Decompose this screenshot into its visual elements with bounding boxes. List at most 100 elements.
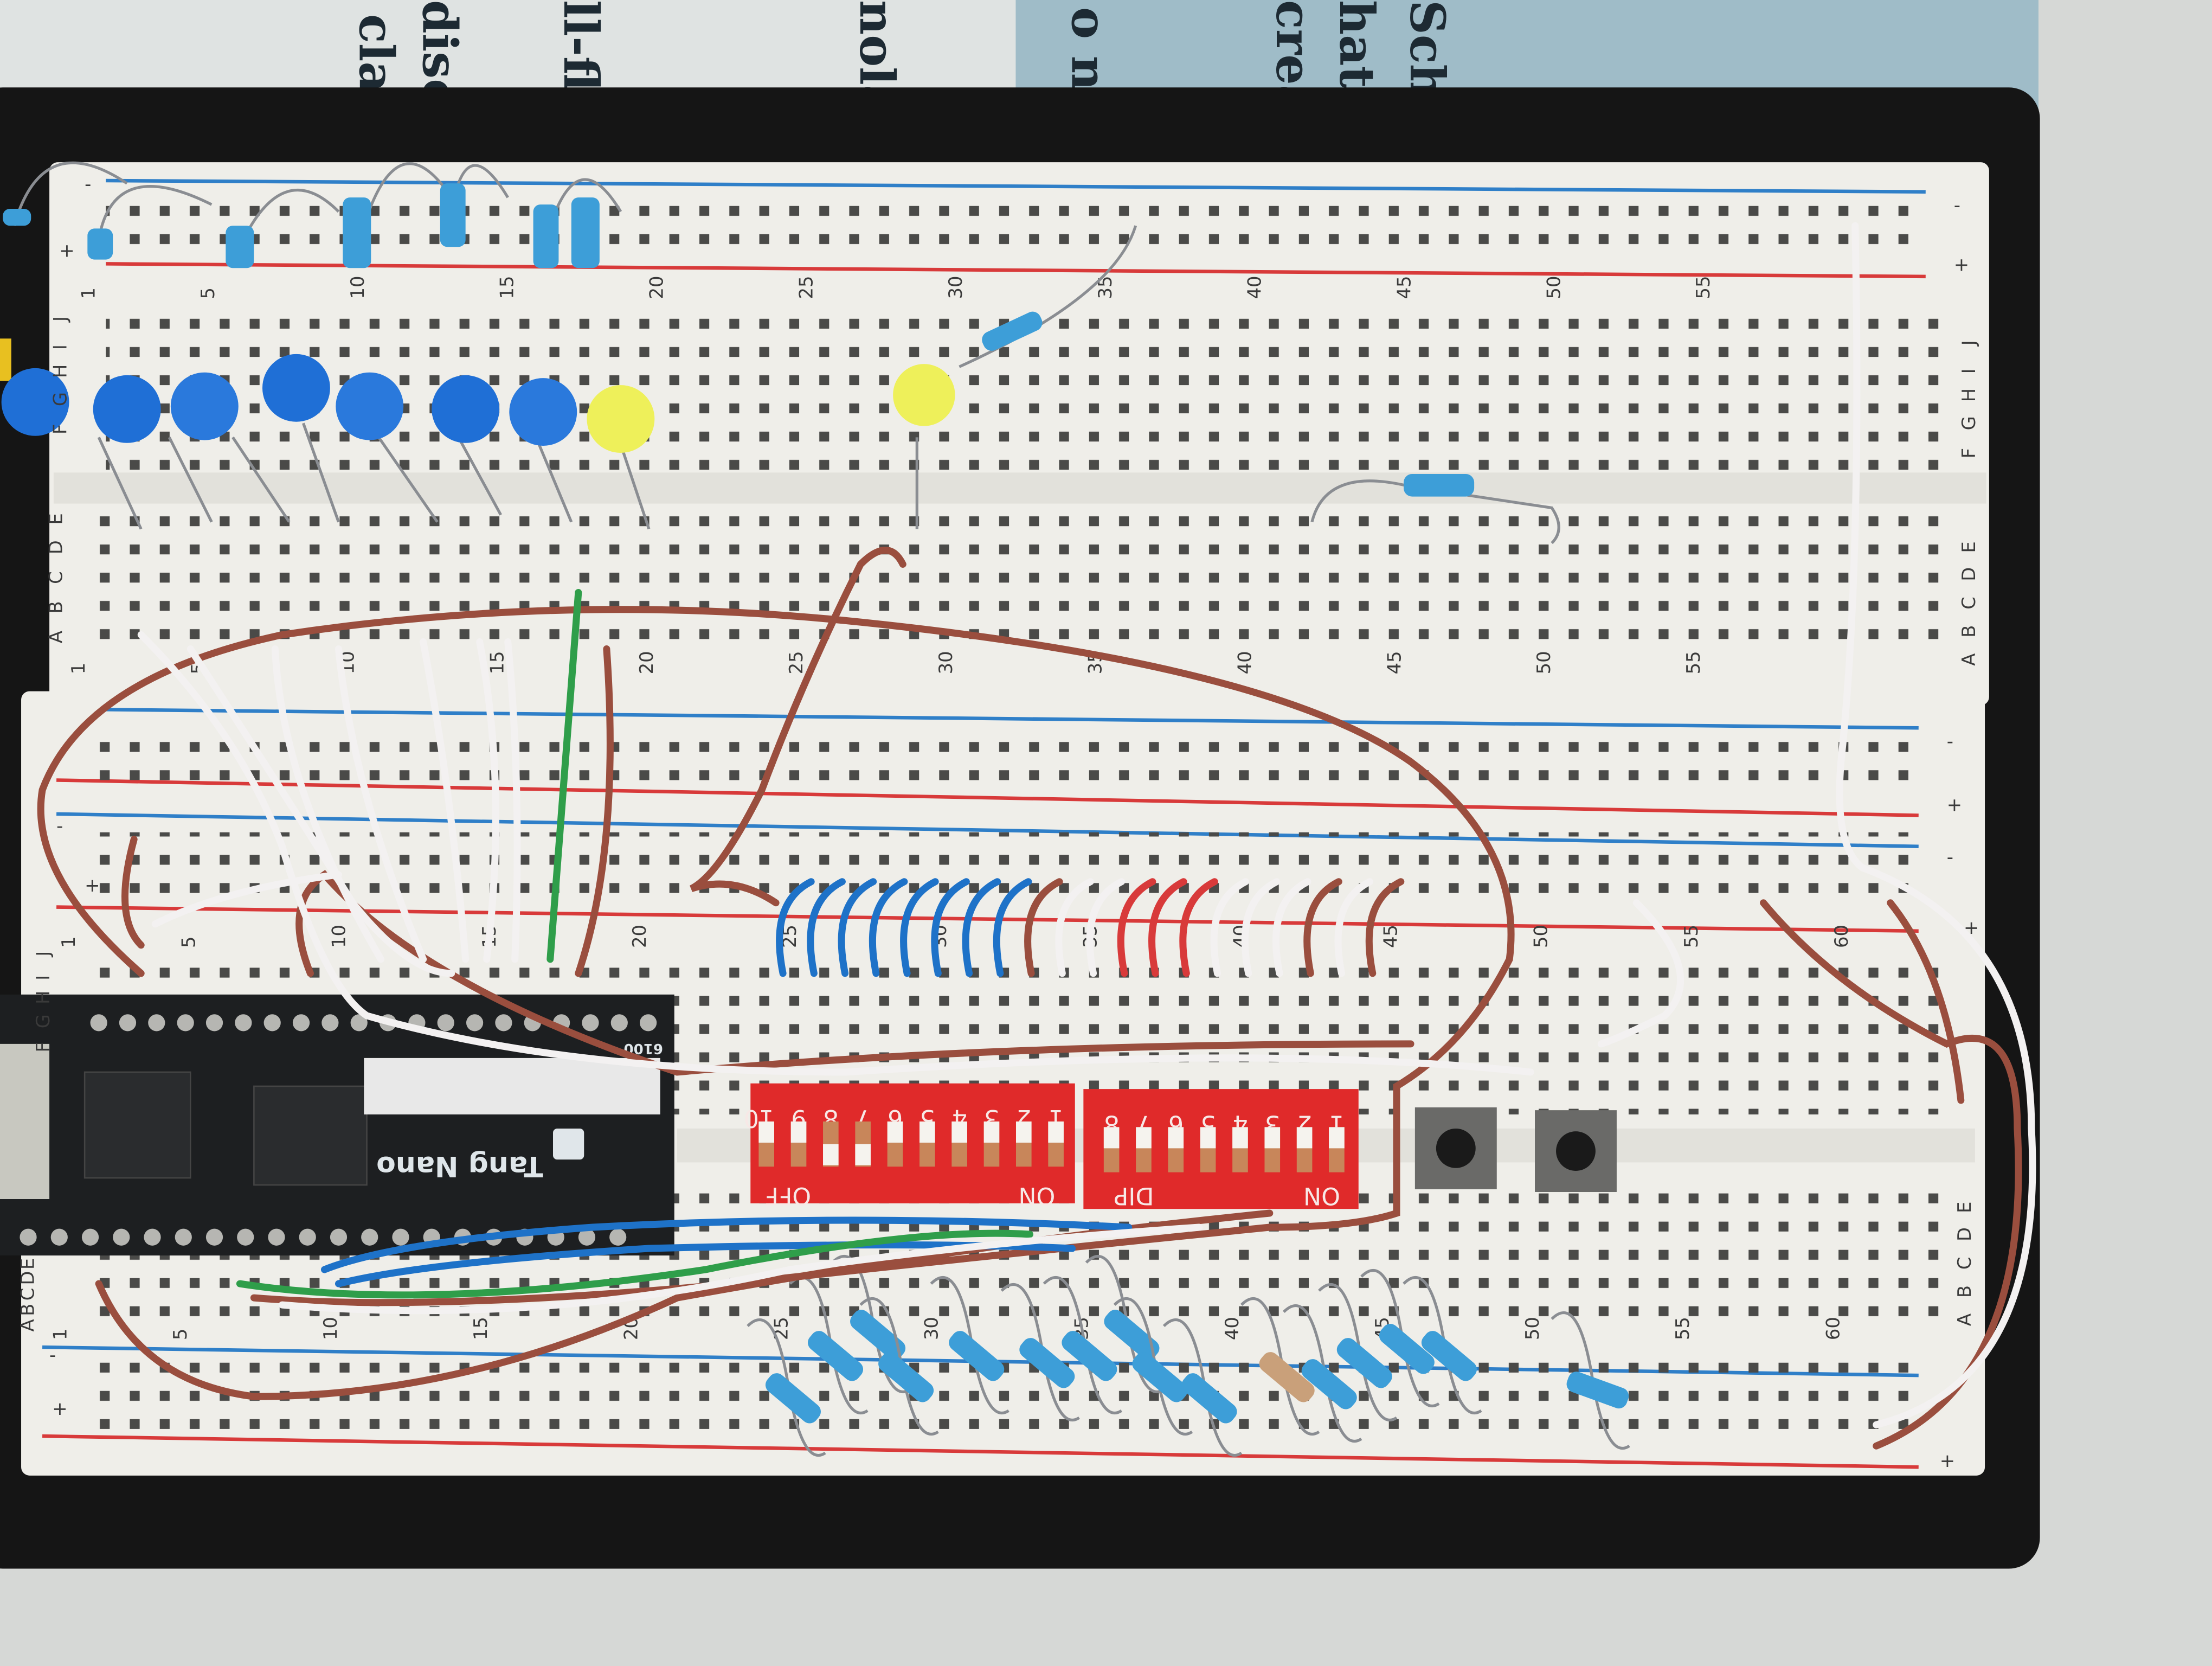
header-pin (177, 1014, 194, 1031)
jumper-wire[interactable] (1365, 878, 1405, 977)
dip-toggle[interactable] (1048, 1121, 1064, 1167)
dip-toggle[interactable] (1296, 1127, 1313, 1172)
jumper-wire[interactable] (1117, 878, 1156, 977)
jumper-wire[interactable] (1179, 878, 1218, 977)
jumper-wire[interactable] (900, 878, 939, 977)
jumper-wire[interactable] (776, 878, 815, 977)
wire-brown[interactable] (1887, 899, 1965, 1104)
resistor (440, 183, 466, 247)
row-letter: A (1954, 1313, 1975, 1326)
dip-toggle[interactable] (887, 1121, 903, 1167)
dip-toggle[interactable] (1264, 1127, 1281, 1172)
header-pin (263, 1014, 281, 1031)
wire-blue[interactable] (320, 1216, 1133, 1273)
push-button[interactable] (1535, 1110, 1617, 1193)
header-pin (235, 1014, 252, 1031)
power-rail-holes[interactable] (99, 832, 1919, 900)
wire-white[interactable] (137, 631, 1534, 1076)
jumper-wire[interactable] (931, 878, 970, 977)
wire-white[interactable] (151, 871, 342, 928)
column-number: 60 (1822, 1317, 1843, 1340)
dip-toggle[interactable] (1329, 1127, 1345, 1172)
wire-white[interactable] (504, 638, 521, 963)
dip-toggle[interactable] (1015, 1121, 1032, 1167)
rail-line-red (42, 1434, 1919, 1469)
rail-sign-minus: - (56, 816, 63, 837)
wire-brown[interactable] (575, 645, 614, 977)
rail-line-blue (106, 708, 1919, 730)
header-pin (148, 1014, 165, 1031)
resistor (343, 197, 371, 268)
header-pin (81, 1228, 99, 1246)
column-number: 50 (1543, 275, 1564, 299)
row-letter: J (1958, 340, 1979, 347)
wire-brown[interactable] (121, 836, 145, 949)
wire-white[interactable] (271, 645, 385, 963)
jumper-wire[interactable] (1086, 878, 1126, 977)
row-letter: E (1954, 1202, 1975, 1213)
row-letter: J (49, 316, 70, 323)
jumper-wire[interactable] (1055, 878, 1094, 977)
usb-c-connector[interactable] (0, 1043, 50, 1200)
jumper-wire[interactable] (1024, 878, 1063, 977)
dip-toggle[interactable] (1136, 1127, 1152, 1172)
column-number: 5 (170, 1329, 191, 1341)
resistor (1421, 1331, 1477, 1381)
dip-toggle[interactable] (919, 1121, 935, 1167)
header-pin (361, 1228, 378, 1246)
rail-sign-plus: + (52, 1398, 67, 1419)
dip-toggle[interactable] (758, 1121, 774, 1167)
header-pin (20, 1228, 37, 1246)
resistor (226, 226, 254, 268)
jumper-wire[interactable] (1303, 878, 1342, 977)
jumper-wire[interactable] (1334, 878, 1374, 977)
column-number: 5 (197, 287, 218, 299)
wire-white[interactable] (476, 638, 499, 963)
jumper-wire[interactable] (1148, 878, 1187, 977)
pin-headers (20, 1014, 657, 1246)
column-number: 1 (58, 936, 79, 948)
wire-white[interactable] (335, 645, 427, 963)
wire-white[interactable] (420, 638, 470, 963)
jumper-wire[interactable] (838, 878, 877, 977)
wire-brown[interactable] (37, 606, 1515, 1306)
dip-toggle[interactable] (823, 1121, 839, 1167)
dip-toggle[interactable] (1103, 1127, 1120, 1172)
wire-green[interactable] (236, 1229, 1033, 1299)
jumper-wire[interactable] (1241, 878, 1281, 977)
resistor (1404, 473, 1475, 497)
push-button[interactable] (1414, 1107, 1497, 1189)
jumper-wire[interactable] (869, 878, 908, 977)
wire-white[interactable] (1597, 899, 1684, 1048)
dip-toggle[interactable] (1168, 1127, 1184, 1172)
jumper-wire[interactable] (1272, 878, 1311, 977)
column-number: 1 (78, 287, 99, 299)
fpc-connector (364, 1058, 660, 1114)
jumper-wire[interactable] (1210, 878, 1250, 977)
power-rail-holes[interactable] (99, 1361, 1919, 1430)
wire-white[interactable] (278, 1223, 1203, 1315)
column-number: 45 (1394, 275, 1415, 299)
dip-toggle[interactable] (1200, 1127, 1216, 1172)
wire-brown[interactable] (689, 547, 906, 907)
header-pin (237, 1228, 254, 1246)
power-rail-holes[interactable] (99, 726, 1919, 790)
dip-toggle[interactable] (1232, 1127, 1248, 1172)
column-number: 55 (1683, 651, 1704, 674)
resistor (949, 1331, 1005, 1381)
dip-toggle[interactable] (855, 1121, 871, 1167)
jumper-wire[interactable] (807, 878, 846, 977)
wire-brown[interactable] (295, 870, 1414, 1076)
wire-green[interactable] (546, 588, 582, 963)
dip-toggle[interactable] (790, 1121, 807, 1167)
jumper-wire[interactable] (962, 878, 1001, 977)
jumper-wire[interactable] (993, 878, 1032, 977)
column-number: 25 (770, 1317, 792, 1340)
terminal-holes-a-e[interactable] (92, 508, 1940, 656)
led-blue (432, 375, 500, 443)
wire-white[interactable] (1836, 222, 2036, 1428)
column-number: 55 (1672, 1317, 1693, 1340)
dip-toggle[interactable] (951, 1121, 967, 1167)
power-rail-holes[interactable] (106, 193, 1926, 257)
dip-toggle[interactable] (983, 1121, 1000, 1167)
